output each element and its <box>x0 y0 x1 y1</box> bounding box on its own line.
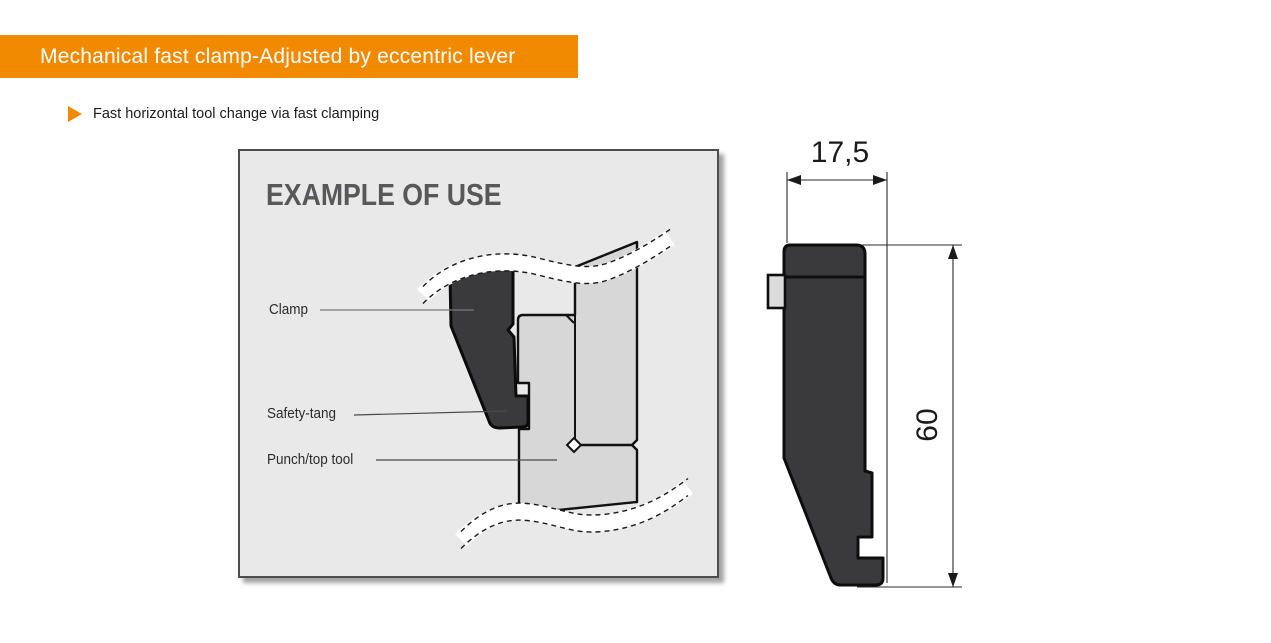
triangle-right-icon <box>68 106 82 122</box>
section-title: Mechanical fast clamp-Adjusted by eccent… <box>40 44 516 68</box>
feature-text: Fast horizontal tool change via fast cla… <box>93 106 380 122</box>
label-clamp: Clamp <box>269 302 308 318</box>
section-header-banner: Mechanical fast clamp-Adjusted by eccent… <box>0 35 578 78</box>
width-dimension-value: 17,5 <box>810 136 870 169</box>
clamp-profile-shape <box>782 243 885 587</box>
wavy-break-bottom <box>454 477 694 549</box>
label-safety-tang: Safety-tang <box>267 406 336 422</box>
width-dimension <box>786 172 888 583</box>
panel-title: EXAMPLE OF USE <box>266 177 502 212</box>
lever-tab-shape <box>766 273 787 310</box>
height-dimension <box>857 244 962 588</box>
punch-chamfer-line <box>565 314 575 324</box>
label-punch-top-tool: Punch/top tool <box>267 452 354 468</box>
feature-row: Fast horizontal tool change via fast cla… <box>68 106 379 122</box>
wavy-break-top <box>416 228 675 304</box>
safety-tang-leader-line <box>353 410 508 416</box>
height-arrow-up <box>948 245 958 259</box>
example-of-use-panel: EXAMPLE OF USE Clamp Safety-tang Punch/t… <box>238 149 719 578</box>
width-arrow-left <box>787 175 801 185</box>
clamp-shape <box>448 266 530 430</box>
groove-diamond-marker <box>565 436 583 454</box>
profile-svg <box>766 172 962 588</box>
example-diagram <box>320 228 694 549</box>
width-arrow-right <box>873 175 887 185</box>
height-dimension-value: 60 <box>911 408 944 442</box>
height-arrow-down <box>948 573 958 587</box>
clamp-profile-drawing <box>750 130 980 608</box>
